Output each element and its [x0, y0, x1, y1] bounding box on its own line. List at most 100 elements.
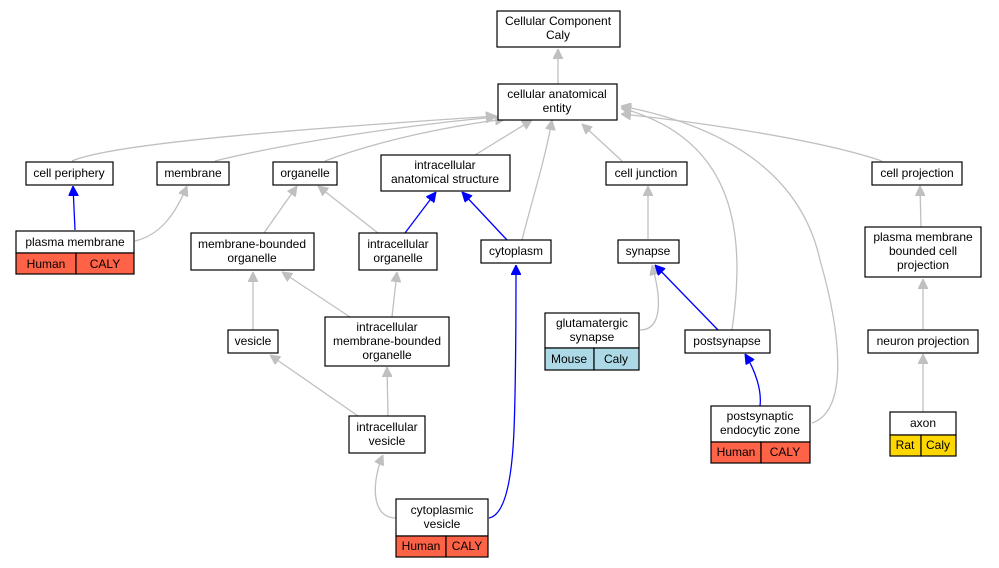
edge-cytoplasm-ias: [462, 192, 508, 241]
node-neuron-projection[interactable]: neuron projection: [867, 329, 979, 354]
node-label-line: plasma membrane: [873, 230, 973, 244]
annotation-gene: Caly: [604, 352, 628, 366]
node-intracellular-membrane-bounded-organelle[interactable]: intracellular membrane-bounded organelle: [324, 316, 450, 367]
node-label-line: membrane-bounded: [333, 334, 441, 348]
node-label-line: bounded cell: [889, 244, 957, 258]
edge-pez-postsynapse: [745, 354, 761, 407]
node-label-line: organelle: [227, 251, 277, 265]
node-synapse[interactable]: synapse: [617, 239, 680, 264]
node-membrane[interactable]: membrane: [156, 161, 230, 186]
node-label-line: projection: [897, 258, 949, 272]
node-label: cell periphery: [33, 166, 104, 180]
edge-imbo-mbo: [282, 272, 351, 318]
annotation-gene-cell: [593, 347, 640, 371]
node-label: membrane: [164, 166, 222, 180]
node-label-line: cellular anatomical: [507, 87, 606, 101]
node-label-line: endocytic zone: [720, 423, 800, 437]
annotation-gene: Caly: [926, 438, 950, 452]
annotation-gene-cell: [760, 441, 811, 464]
node-cellular-anatomical-entity[interactable]: cellular anatomical entity: [497, 83, 618, 121]
edge-plasma-periphery: [73, 186, 75, 231]
node-label-line: intracellular: [367, 237, 428, 251]
node-cell-junction[interactable]: cell junction: [605, 161, 688, 186]
node-label: vesicle: [235, 334, 272, 348]
node-intracellular-organelle[interactable]: intracellular organelle: [358, 232, 438, 271]
node-label: cell projection: [880, 166, 953, 180]
node-plasma-membrane-bounded-cell-projection[interactable]: plasma membrane bounded cell projection: [864, 226, 982, 278]
edge-cv-cytoplasm: [488, 265, 516, 519]
node-label-line: entity: [543, 101, 572, 115]
node-label: axon: [910, 416, 936, 430]
edge-cytoplasm-cae: [521, 120, 552, 241]
edge-pmbcp-projection: [920, 186, 921, 228]
edge-membrane-cae: [214, 117, 496, 162]
node-label: plasma membrane: [25, 235, 125, 249]
edge-postsynapse-cae: [621, 108, 738, 331]
annotation-gene-cell: [920, 434, 957, 457]
node-label: postsynapse: [693, 334, 761, 348]
edge-projection-cae: [621, 114, 883, 162]
edge-ias-cae: [474, 120, 532, 156]
node-label-line: intracellular: [356, 320, 417, 334]
node-cytoplasm[interactable]: cytoplasm: [480, 239, 552, 264]
edge-periphery-cae: [71, 116, 496, 162]
edge-plasma-membrane: [134, 186, 187, 242]
annotation-gene-cell: [445, 535, 489, 558]
edge-glut-synapse: [639, 265, 658, 331]
node-label: cell junction: [615, 166, 678, 180]
node-plasma-membrane[interactable]: plasma membrane Human CALY: [15, 230, 135, 275]
node-postsynapse[interactable]: postsynapse: [684, 329, 771, 354]
node-cell-projection[interactable]: cell projection: [871, 161, 963, 186]
edge-mbo-organelle: [263, 186, 297, 234]
edge-organelle-cae: [324, 119, 505, 162]
node-label: neuron projection: [877, 334, 970, 348]
node-intracellular-vesicle[interactable]: intracellular vesicle: [348, 415, 426, 454]
annotation-gene: CALY: [90, 257, 120, 271]
node-label-line: postsynaptic: [727, 409, 794, 423]
edge-imbo-io: [392, 272, 397, 318]
edge-io-organelle: [318, 186, 379, 234]
node-label-line: vesicle: [424, 517, 461, 531]
node-label: synapse: [626, 244, 671, 258]
node-label-line: organelle: [373, 251, 423, 265]
node-label-line: Caly: [546, 28, 570, 42]
node-glutamatergic-synapse[interactable]: glutamatergic synapse Mouse Caly: [544, 312, 640, 371]
edge-io-ias: [404, 192, 436, 234]
annotation-gene: CALY: [770, 445, 800, 459]
edge-postsynapse-synapse: [655, 265, 719, 331]
edge-iv-imbo: [387, 367, 388, 417]
annotation-species: Mouse: [551, 352, 587, 366]
node-label-line: membrane-bounded: [198, 237, 306, 251]
annotation-gene-cell: [75, 252, 135, 275]
annotation-species: Human: [27, 257, 66, 271]
node-axon[interactable]: axon Rat Caly: [889, 411, 957, 457]
node-label-line: vesicle: [369, 434, 406, 448]
node-label-line: intracellular: [414, 158, 475, 172]
nodes: Cellular Component Caly cellular anatomi…: [15, 10, 982, 558]
annotation-species: Human: [402, 539, 441, 553]
node-vesicle[interactable]: vesicle: [227, 329, 279, 354]
node-cell-periphery[interactable]: cell periphery: [25, 161, 114, 186]
node-label-line: Cellular Component: [505, 14, 612, 28]
node-cellular-component-caly[interactable]: Cellular Component Caly: [496, 10, 621, 48]
edges: [71, 49, 923, 519]
node-organelle[interactable]: organelle: [272, 161, 338, 186]
node-label: organelle: [280, 166, 330, 180]
node-label-line: cytoplasmic: [411, 503, 474, 517]
annotation-species: Rat: [896, 438, 915, 452]
node-postsynaptic-endocytic-zone[interactable]: postsynaptic endocytic zone Human CALY: [710, 405, 811, 464]
node-label: cytoplasm: [489, 244, 543, 258]
node-label-line: intracellular: [356, 420, 417, 434]
node-intracellular-anatomical-structure[interactable]: intracellular anatomical structure: [380, 154, 511, 192]
annotation-gene: CALY: [452, 539, 482, 553]
node-cytoplasmic-vesicle[interactable]: cytoplasmic vesicle Human CALY: [395, 498, 489, 558]
node-label-line: anatomical structure: [391, 172, 499, 186]
node-label-line: glutamatergic: [556, 316, 628, 330]
edge-junction-cae: [582, 124, 623, 162]
node-label-line: organelle: [362, 348, 412, 362]
edge-pez-cae: [621, 106, 839, 424]
node-membrane-bounded-organelle[interactable]: membrane-bounded organelle: [190, 232, 315, 271]
annotation-species: Human: [717, 445, 756, 459]
node-label-line: synapse: [570, 330, 615, 344]
edge-iv-vesicle: [270, 355, 359, 417]
